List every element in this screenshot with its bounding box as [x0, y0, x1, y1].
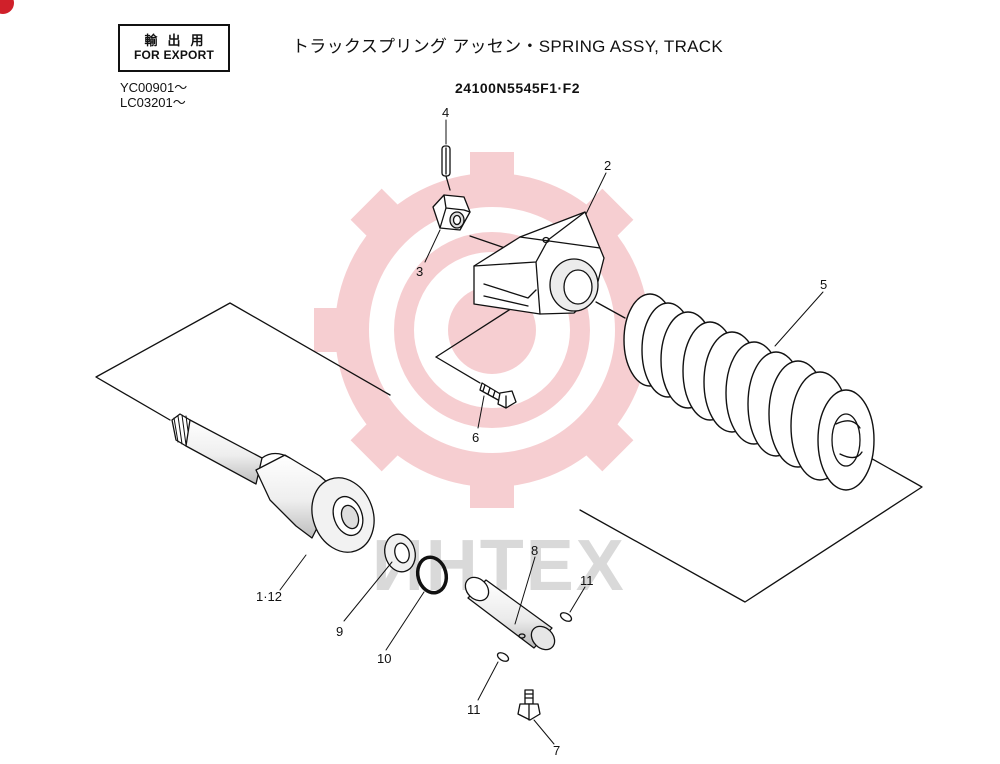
callout-leaders — [279, 119, 824, 745]
export-label-box: 輸出用 FOR EXPORT — [118, 24, 230, 72]
part-3-nut — [432, 194, 471, 231]
part-6-bolt — [479, 382, 517, 409]
callout-10: 10 — [377, 651, 391, 666]
part-8-pin — [464, 576, 556, 651]
part-7-grease-fitting — [517, 689, 541, 721]
assembly-part-number: 24100N5545F1·F2 — [455, 80, 581, 96]
part-11-pin-a — [559, 612, 573, 622]
callout-1-12: 1·12 — [256, 589, 282, 604]
part-1-12-rod — [171, 413, 375, 553]
callout-5: 5 — [820, 277, 827, 292]
callout-6: 6 — [472, 430, 479, 445]
watermark-gear — [314, 152, 670, 508]
callout-3: 3 — [416, 264, 423, 279]
reference-lines — [95, 235, 923, 603]
part-4-cotter-pin — [441, 145, 451, 191]
export-label-en: FOR EXPORT — [133, 47, 214, 62]
callout-8: 8 — [531, 543, 538, 558]
diagram-title: トラックスプリング アッセン・SPRING ASSY, TRACK — [292, 37, 723, 56]
serial-ranges: YC00901〜 LC03201〜 — [120, 80, 187, 110]
corner-mark — [0, 0, 14, 14]
callout-11-upper: 11 — [580, 573, 594, 588]
part-2-yoke-bracket — [473, 211, 605, 315]
callout-4: 4 — [442, 105, 449, 120]
callout-7: 7 — [553, 743, 560, 758]
callout-2: 2 — [604, 158, 611, 173]
part-11-pin-b — [496, 652, 510, 662]
serial-range-1: YC00901〜 — [120, 80, 188, 95]
serial-range-2: LC03201〜 — [120, 95, 186, 110]
part-9-washer — [384, 533, 416, 573]
callout-9: 9 — [336, 624, 343, 639]
callout-11-lower: 11 — [467, 702, 481, 717]
export-label-jp: 輸出用 — [144, 32, 214, 48]
part-5-coil-spring — [623, 293, 875, 491]
part-10-o-ring — [415, 555, 449, 595]
